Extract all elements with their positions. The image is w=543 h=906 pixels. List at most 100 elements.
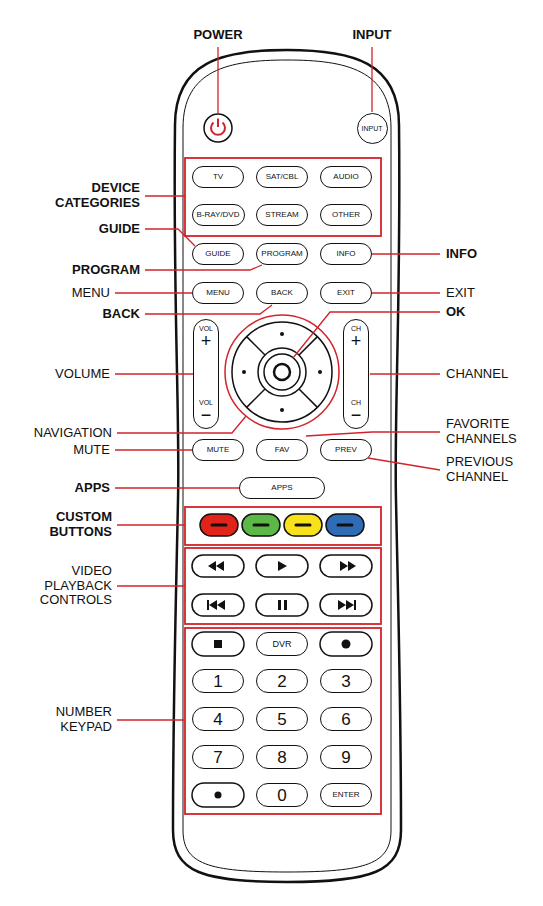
playback-buttons	[192, 594, 244, 616]
remote-button: 3	[320, 669, 372, 693]
button-label: AUDIO	[333, 173, 358, 181]
remote-body	[173, 50, 401, 882]
button-label: DVR	[272, 640, 291, 649]
navigation-pad	[232, 322, 332, 422]
navigation-pad	[280, 332, 284, 336]
power-button	[217, 119, 219, 128]
button-label: −	[201, 406, 212, 424]
power-button	[204, 114, 232, 142]
playback-buttons	[354, 600, 356, 610]
custom-buttons	[254, 524, 268, 527]
rocker-button: CH+CH−	[343, 319, 369, 429]
button-label: MUTE	[207, 446, 230, 454]
keypad-symbol-buttons	[192, 783, 244, 807]
playback-buttons	[346, 600, 354, 610]
navigation-pad	[242, 370, 246, 374]
callout-label: INFO	[446, 247, 531, 262]
remote-button: MUTE	[192, 439, 244, 461]
callout-label: CUSTOM BUTTONS	[32, 510, 112, 540]
playback-buttons	[278, 600, 281, 610]
leader-lines	[372, 292, 440, 293]
button-label: CH	[351, 325, 361, 332]
remote-button: B-RAY/DVD	[192, 204, 245, 226]
leader-lines	[115, 47, 440, 720]
button-label: APPS	[271, 484, 292, 492]
navigation-pad	[247, 337, 265, 355]
rocker-button: VOL+VOL−	[193, 319, 219, 429]
keypad-symbol-buttons	[342, 640, 351, 649]
playback-buttons	[217, 600, 225, 610]
navigation-pad	[247, 389, 265, 407]
leader-lines	[217, 47, 218, 113]
leader-lines	[372, 253, 440, 254]
playback-buttons	[278, 561, 287, 571]
leader-lines	[117, 585, 185, 586]
playback-buttons	[208, 561, 216, 571]
custom-buttons	[200, 514, 364, 536]
button-label: −	[351, 406, 362, 424]
button-label: B-RAY/DVD	[197, 211, 240, 219]
remote-button: 9	[320, 745, 372, 769]
remote-button: OTHER	[320, 204, 372, 226]
callout-label: MUTE	[20, 443, 110, 458]
playback-buttons	[192, 555, 372, 616]
remote-button: PREV	[320, 439, 372, 461]
navigation-pad	[274, 364, 290, 380]
button-label: INPUT	[362, 125, 383, 132]
callout-label: MENU	[20, 286, 110, 301]
leader-lines	[368, 458, 440, 470]
remote-button: DVR	[256, 632, 308, 656]
remote-button: TV	[192, 166, 244, 188]
button-label: 8	[277, 749, 286, 766]
callout-label: APPS	[20, 481, 110, 496]
playback-buttons	[348, 561, 356, 571]
callout-label: INPUT	[332, 28, 412, 43]
remote-button: FAV	[256, 439, 308, 461]
button-label: 1	[213, 673, 222, 690]
button-label: EXIT	[337, 289, 355, 297]
group-outline	[185, 507, 381, 545]
navigation-pad	[299, 389, 317, 407]
button-label: GUIDE	[205, 250, 230, 258]
custom-buttons	[212, 524, 226, 527]
remote-button: ENTER	[320, 783, 372, 807]
power-button	[204, 114, 232, 142]
button-label: 5	[277, 711, 286, 728]
custom-buttons	[326, 514, 364, 536]
leader-lines	[145, 229, 195, 246]
callout-label: FAVORITE CHANNELS	[446, 417, 531, 447]
leader-lines	[117, 416, 246, 433]
remote-button: 0	[256, 783, 308, 807]
remote-button: 1	[192, 669, 244, 693]
leader-lines	[115, 449, 192, 450]
keypad-symbol-buttons	[192, 632, 244, 656]
button-label: OTHER	[332, 211, 360, 219]
remote-body	[183, 60, 391, 872]
leader-lines	[115, 292, 192, 293]
button-label: 3	[341, 673, 350, 690]
custom-buttons	[284, 514, 322, 536]
keypad-symbol-buttons	[320, 632, 372, 656]
leader-lines	[117, 524, 185, 525]
navigation-pad	[318, 370, 322, 374]
remote-button: 2	[256, 669, 308, 693]
callout-label: NAVIGATION	[12, 426, 112, 441]
navigation-pad	[280, 408, 284, 412]
navigation-pad	[264, 354, 300, 390]
button-label: VOL	[199, 325, 213, 332]
button-label: 9	[341, 749, 350, 766]
keypad-symbol-buttons	[215, 792, 222, 799]
button-label: BACK	[271, 289, 293, 297]
button-label: ENTER	[332, 791, 359, 799]
remote-button: 8	[256, 745, 308, 769]
button-label: +	[201, 332, 212, 350]
playback-buttons	[209, 600, 217, 610]
remote-button: GUIDE	[192, 243, 244, 265]
button-label: +	[351, 332, 362, 350]
leader-lines	[117, 719, 185, 720]
round-button: INPUT	[357, 113, 388, 144]
remote-button: BACK	[256, 282, 308, 304]
custom-buttons	[296, 524, 310, 527]
navigation-pad	[225, 315, 339, 429]
custom-buttons	[242, 514, 280, 536]
